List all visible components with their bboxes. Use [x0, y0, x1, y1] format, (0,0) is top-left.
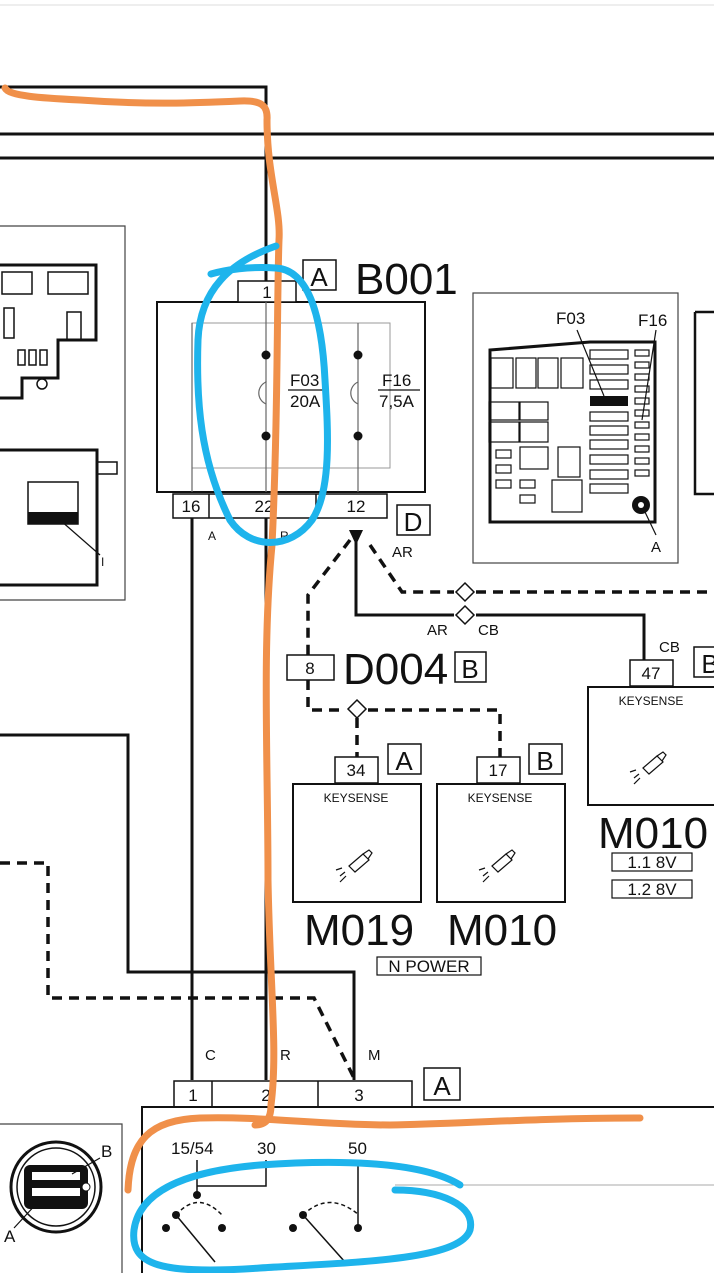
m010-right-variant-2: 1.2 8V	[627, 880, 677, 899]
m010-right-label: KEYSENSE	[619, 694, 684, 708]
ignition-connector-tag: A	[433, 1071, 451, 1101]
ignition-wire-color-1: C	[205, 1047, 216, 1064]
connector-a-tag	[302, 259, 337, 291]
pin22-wire-color: R	[280, 529, 289, 543]
ignition-terminal-50: 50	[348, 1139, 367, 1158]
fuse-box-top-pin	[237, 280, 297, 303]
blue-circle-annotation	[130, 242, 475, 1273]
top-bus-lines	[0, 85, 714, 287]
inset-f16-label: F16	[638, 311, 667, 330]
m019-name: M019	[304, 906, 414, 955]
ignition-terminal-30: 30	[257, 1139, 276, 1158]
f03-location-marker	[590, 396, 628, 406]
module-m019: 34 A KEYSENSE M019	[292, 743, 422, 955]
pin16-wire-color: A	[208, 529, 216, 543]
ignition-wire-color-2: R	[280, 1047, 291, 1064]
relay-drawing	[0, 263, 98, 400]
d004-connector-tag: B	[461, 654, 478, 684]
ignition-switch: 1 2 3 A 15/54 30 50	[141, 1067, 714, 1273]
connector-d-tag	[396, 504, 431, 536]
splice-ar-upper: AR	[392, 544, 413, 561]
d004-name: D004	[343, 645, 448, 694]
fuse-f03-symbol	[258, 350, 271, 441]
m019-injector-icon	[335, 849, 373, 883]
m019-label: KEYSENSE	[324, 791, 389, 805]
inset-f03-label: F03	[556, 309, 585, 328]
m010-mid-connector-tag: B	[536, 746, 553, 776]
fuse-location-inset: F03 F16 A	[472, 292, 714, 564]
m010-right-connector-tag: B	[701, 649, 714, 679]
ignition-wire-color-3: M	[368, 1047, 381, 1064]
sensor-leader-label: I	[101, 555, 104, 569]
connector-d-tag-label: D	[404, 507, 423, 537]
m010-mid-note: N POWER	[388, 957, 469, 976]
sensor-drawing: I	[0, 448, 118, 587]
m010-mid-pin: 17	[489, 761, 508, 780]
connector-a-tag-label: A	[310, 262, 328, 292]
m010-mid-name: M010	[447, 906, 557, 955]
m010-mid-label: KEYSENSE	[468, 791, 533, 805]
ignition-pin-1: 1	[188, 1086, 197, 1105]
fuse-box-pin-12: 12	[347, 497, 366, 516]
splice-cb-right: CB	[659, 639, 680, 656]
m010-right-pin: 47	[642, 664, 661, 683]
splice-diamonds	[346, 581, 476, 720]
m010-right-name: M010	[598, 809, 708, 858]
fuse-box-top-pin-label: 1	[262, 283, 271, 302]
splice-cb-lower: CB	[478, 622, 499, 639]
ignition-pin-2: 2	[261, 1086, 270, 1105]
fuse-f16-rating: 7,5A	[379, 392, 415, 411]
m010-mid-injector-icon	[478, 849, 516, 883]
d004-pin: 8	[305, 659, 314, 678]
module-m010-right: 47 B KEYSENSE M010 1.1 8V 1.2 8V	[587, 646, 714, 899]
m019-pin: 34	[347, 761, 366, 780]
ignition-contacts	[175, 1160, 360, 1263]
fuse-f16-symbol	[350, 350, 363, 441]
fuse-box-name: B001	[355, 255, 458, 304]
orange-trace-annotation	[1, 84, 644, 1194]
ignition-terminal-15-54: 15/54	[171, 1139, 214, 1158]
wires-fusebox-to-modules	[306, 530, 714, 757]
ignition-inset: B A	[0, 1123, 123, 1273]
left-inset-panel: I	[0, 225, 126, 601]
m010-right-variant-1: 1.1 8V	[627, 853, 677, 872]
fuse-box-pin-22: 22	[255, 497, 274, 516]
module-m010-mid: 17 B KEYSENSE M010 N POWER	[376, 743, 566, 976]
fuse-f03-rating: 20A	[290, 392, 321, 411]
ignition-inset-label-a: A	[4, 1227, 16, 1246]
connector-d004: 8 D004 B	[286, 645, 487, 694]
fuse-box-pin-16: 16	[182, 497, 201, 516]
ignition-pin-3: 3	[354, 1086, 363, 1105]
inset-connector-label: A	[651, 539, 661, 556]
ignition-inset-label-b: B	[101, 1142, 112, 1161]
fuse-f03-id: F03	[290, 371, 319, 390]
fuse-f16-id: F16	[382, 371, 411, 390]
m010-right-injector-icon	[629, 751, 667, 785]
splice-ar-lower: AR	[427, 622, 448, 639]
m019-connector-tag: A	[395, 746, 413, 776]
